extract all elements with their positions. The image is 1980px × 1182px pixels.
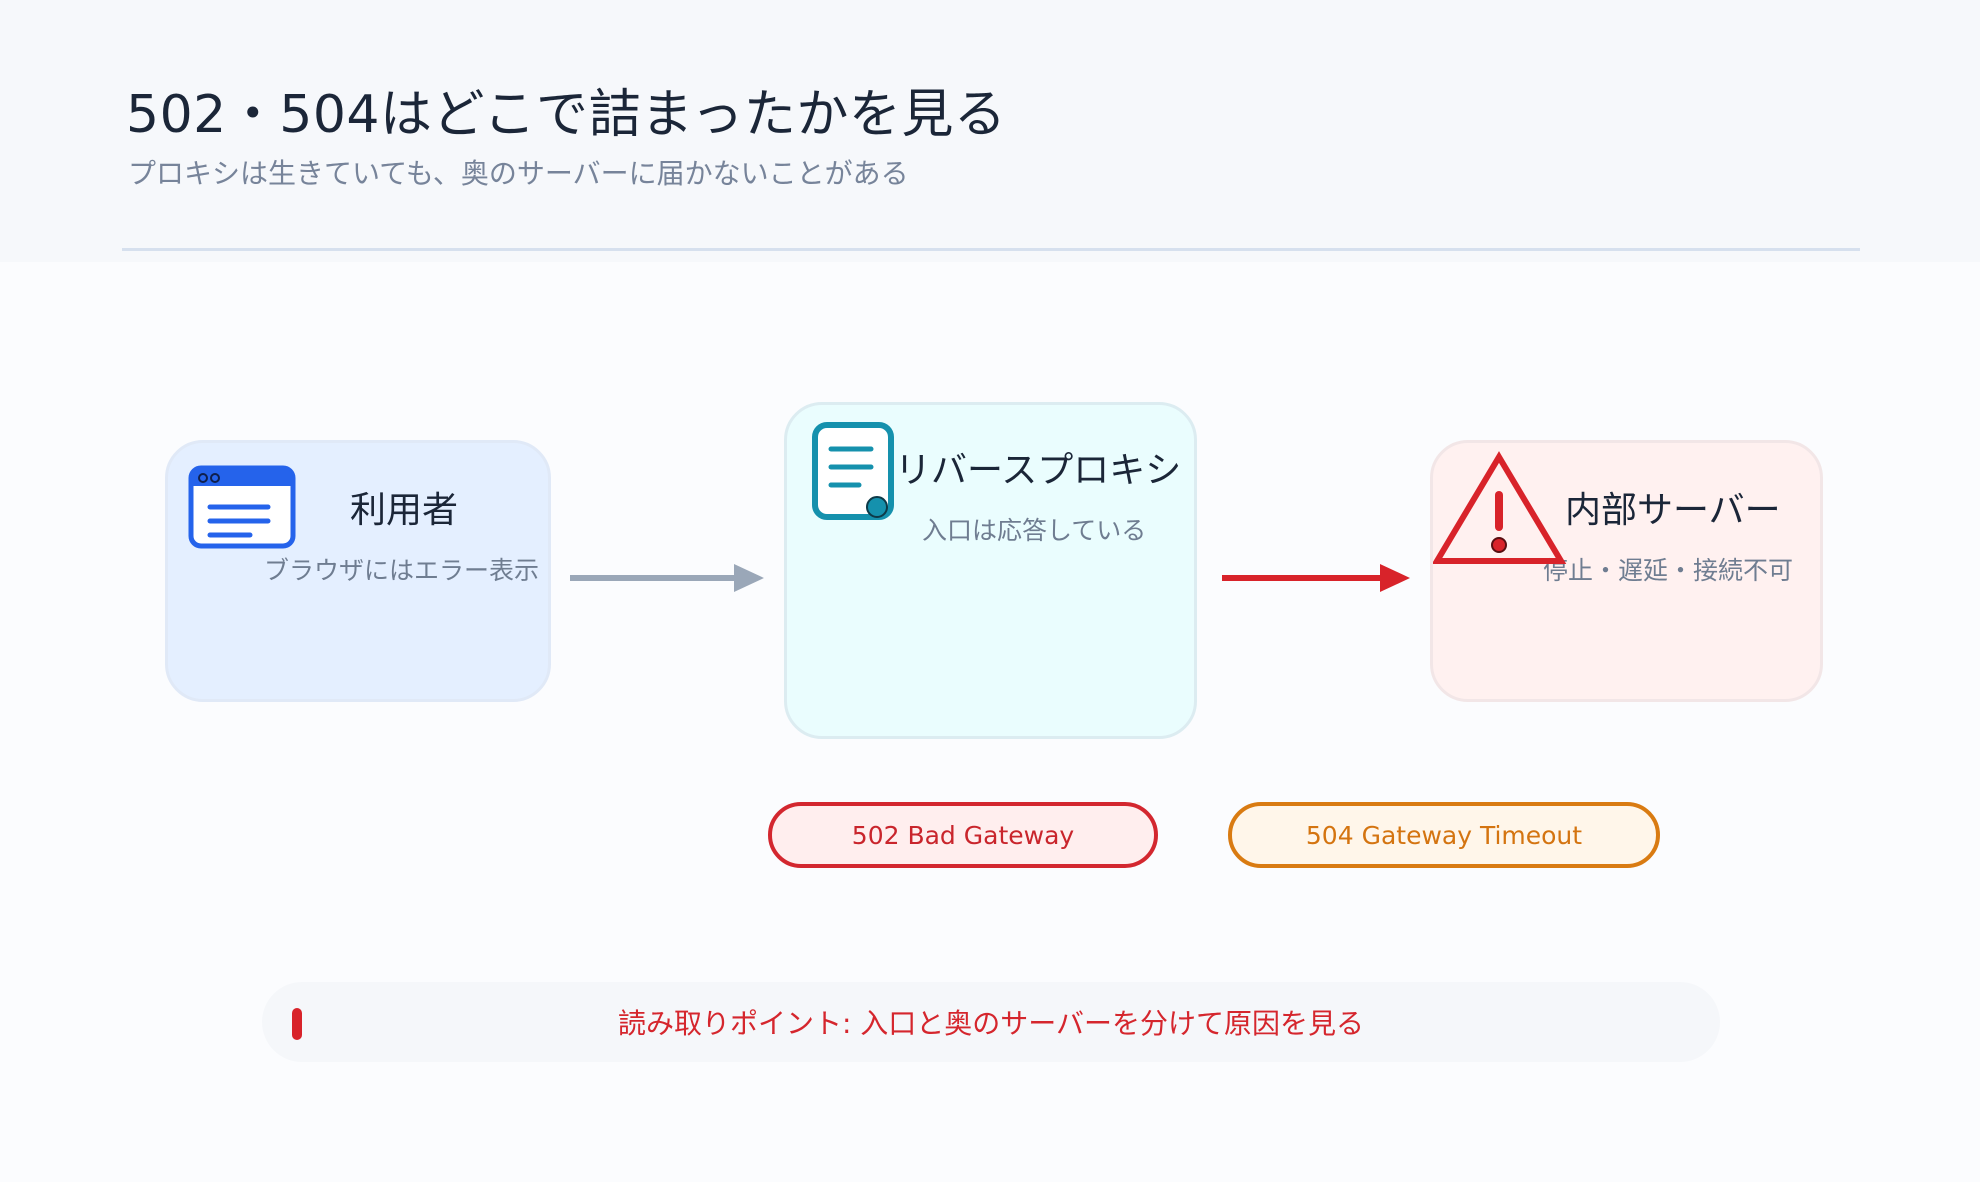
callout-accent-bar — [292, 1008, 302, 1040]
node-server: 内部サーバー 停止・遅延・接続不可 — [1430, 440, 1823, 702]
status-502-badge: 502 Bad Gateway — [768, 802, 1158, 868]
arrow-proxy-to-server — [1222, 564, 1410, 592]
header-band — [0, 0, 1980, 262]
node-proxy-title: リバースプロキシ — [895, 450, 1182, 491]
browser-window-icon — [188, 465, 296, 549]
node-proxy-subtitle: 入口は応答している — [922, 516, 1147, 545]
node-user-title: 利用者 — [350, 490, 459, 531]
arrow-user-to-proxy — [570, 564, 764, 592]
node-user-subtitle: ブラウザにはエラー表示 — [264, 556, 540, 585]
node-server-title: 内部サーバー — [1565, 490, 1781, 531]
reading-point-callout: 読み取りポイント: 入口と奥のサーバーを分けて原因を見る — [262, 982, 1720, 1062]
node-proxy: リバースプロキシ 入口は応答している — [784, 402, 1197, 739]
page-title: 502・504はどこで詰まったかを見る — [126, 85, 1007, 145]
warning-triangle-icon — [1433, 451, 1567, 564]
node-user: 利用者 ブラウザにはエラー表示 — [165, 440, 551, 702]
callout-text: 読み取りポイント: 入口と奥のサーバーを分けて原因を見る — [617, 1007, 1365, 1040]
document-list-icon — [812, 422, 894, 520]
header-divider — [122, 248, 1860, 251]
node-server-subtitle: 停止・遅延・接続不可 — [1543, 556, 1794, 585]
page-subtitle: プロキシは生きていても、奥のサーバーに届かないことがある — [128, 157, 909, 190]
status-504-badge: 504 Gateway Timeout — [1228, 802, 1660, 868]
